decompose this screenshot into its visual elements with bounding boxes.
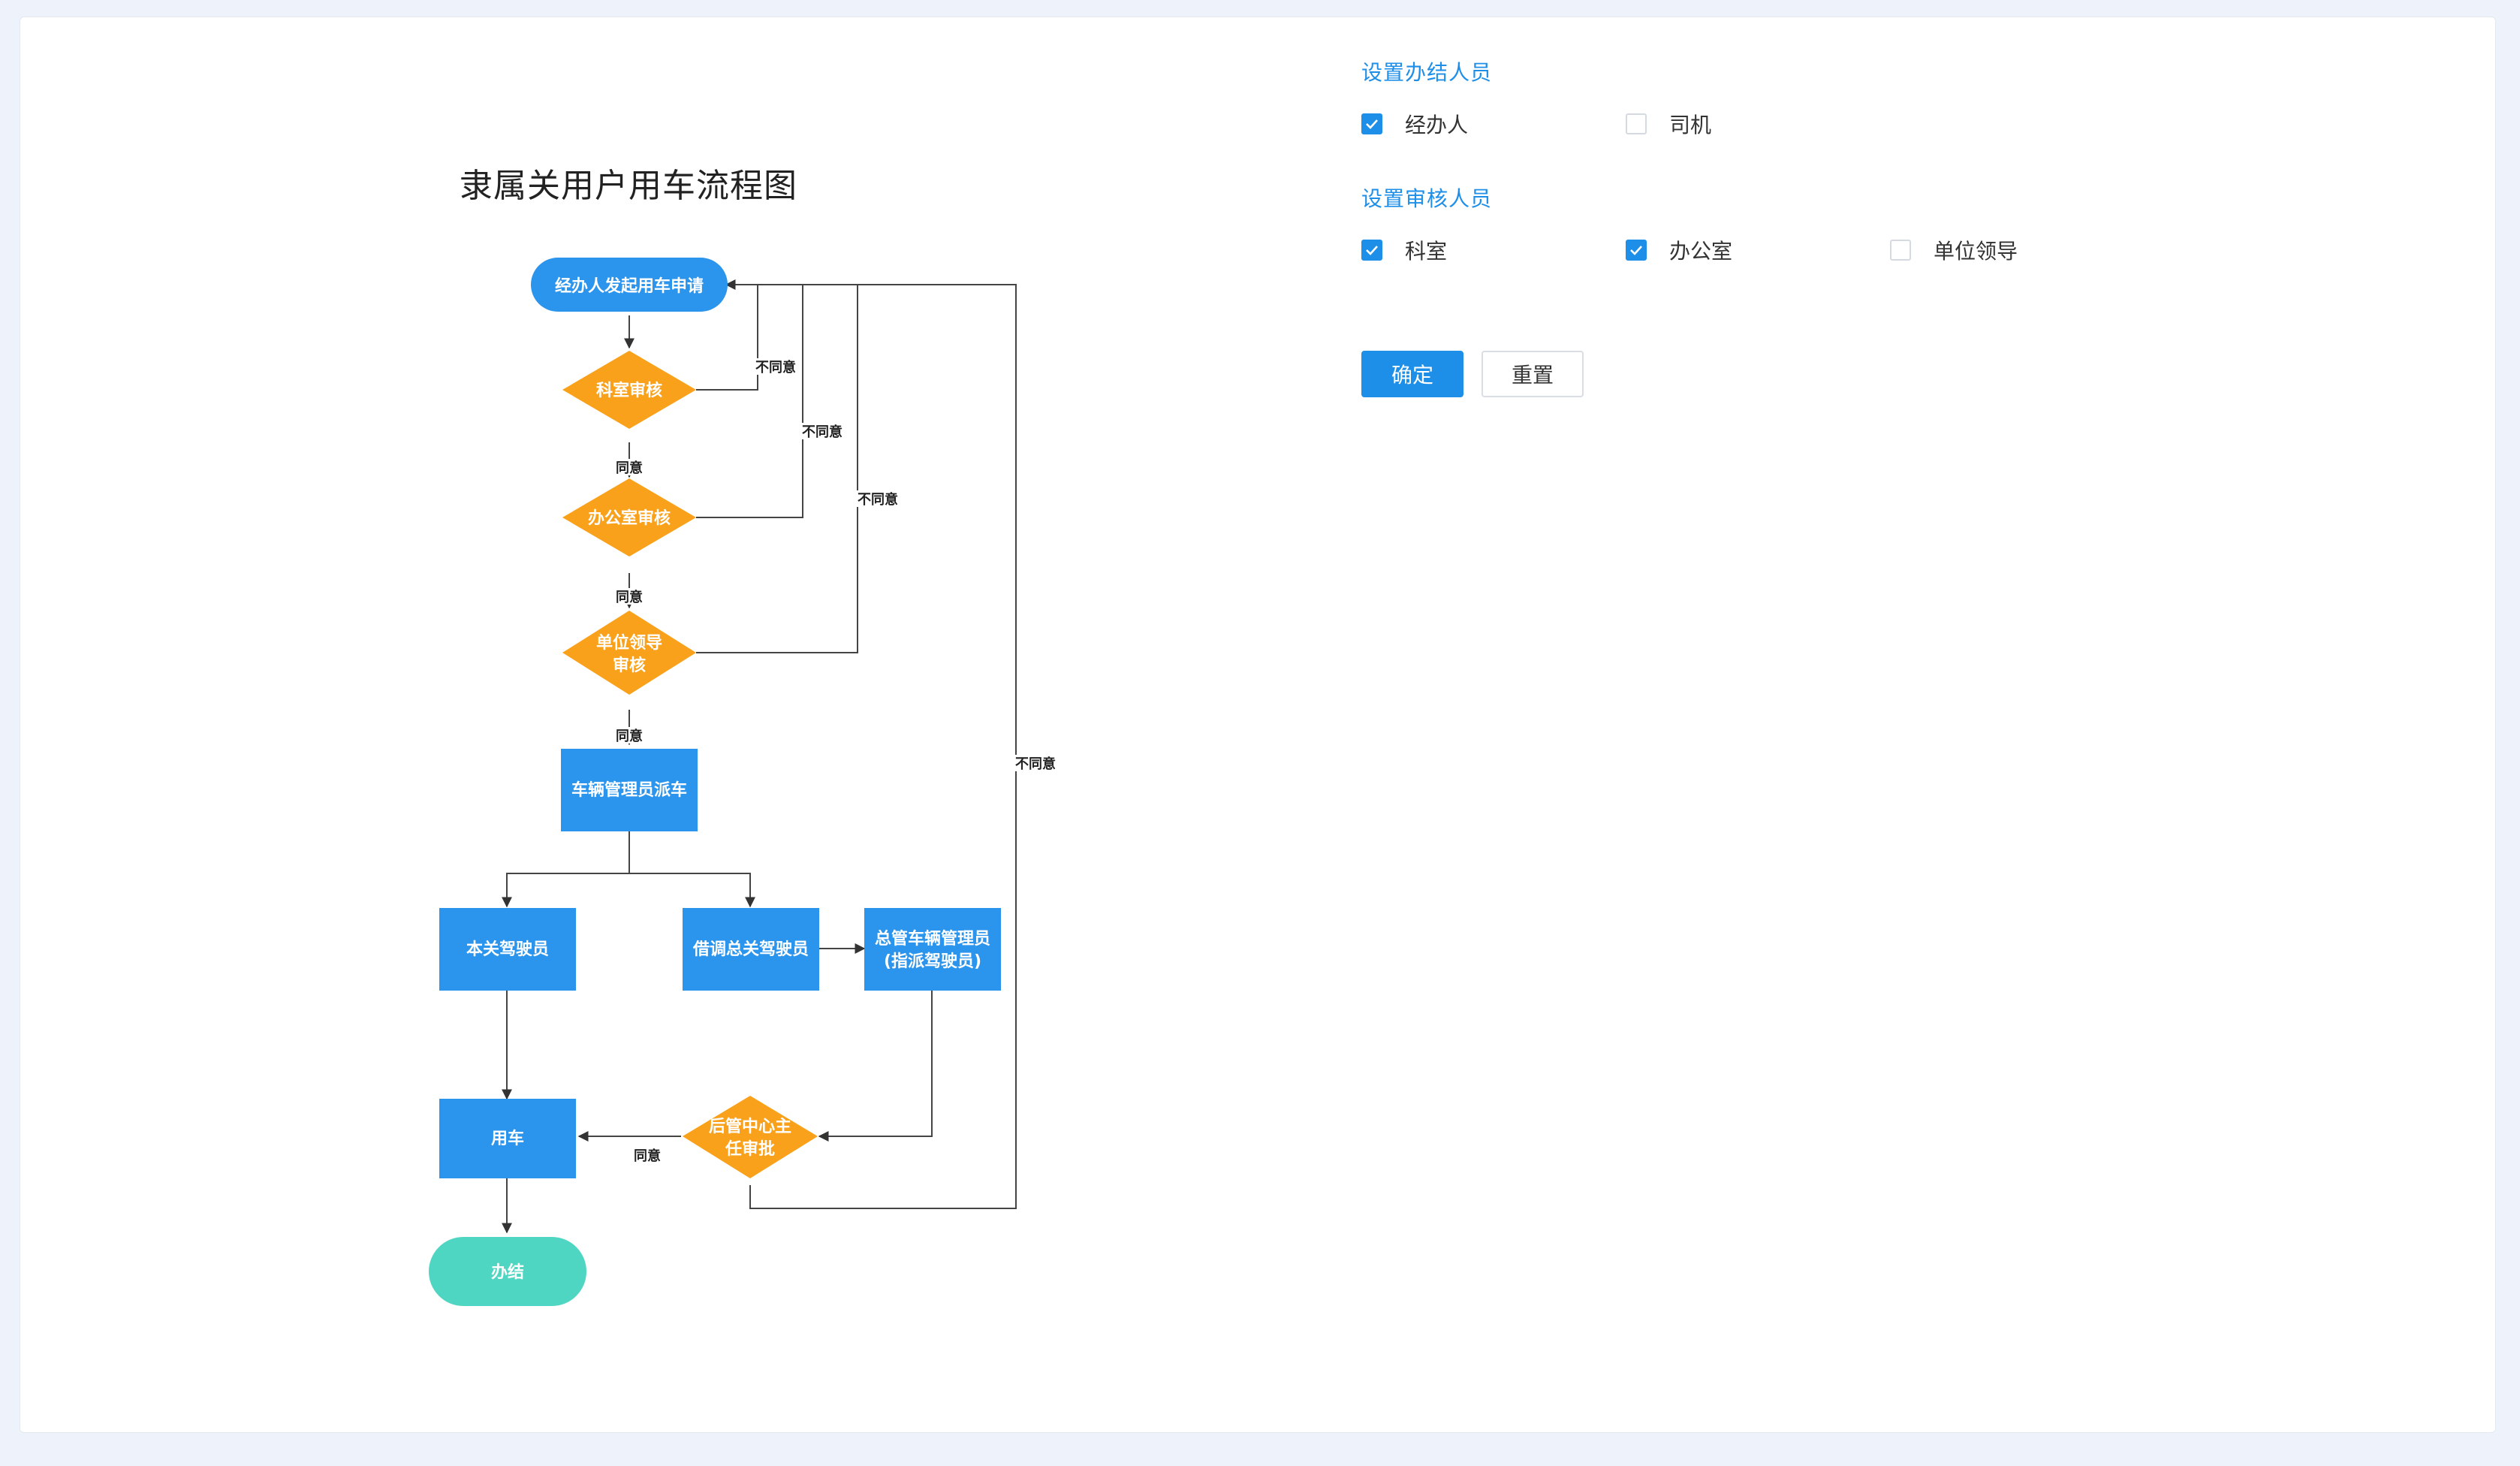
flowchart-panel: 隶属关用户用车流程图 — [20, 17, 1147, 1432]
label-disagree-2: 不同意 — [802, 424, 843, 440]
confirm-button[interactable]: 确定 — [1361, 351, 1463, 397]
label-agree-3: 同意 — [616, 728, 643, 744]
check-icon — [1630, 246, 1642, 255]
config-panel: 设置办结人员 经办人 司机 设置审核人员 科室 办公室 单位领导 — [1361, 17, 2413, 468]
node-dept-review — [562, 351, 696, 429]
label-disagree-4: 不同意 — [1015, 756, 1056, 772]
checkbox-handler-applicant[interactable]: 经办人 — [1361, 109, 1468, 139]
checkbox-reviewer-dept[interactable]: 科室 — [1361, 235, 1447, 265]
node-end — [429, 1237, 586, 1306]
edge-center-disagree — [749, 284, 1017, 1209]
node-dept-review-label: 科室审核 — [596, 381, 662, 400]
edge-to-own-driver — [502, 873, 629, 908]
node-leader-review-label-2: 审核 — [613, 656, 646, 675]
checkbox-reviewer-dept-label: 科室 — [1405, 239, 1448, 264]
label-agree-2: 同意 — [616, 589, 643, 605]
node-hq-admin-label-1: 总管车辆管理员 — [875, 929, 990, 949]
checkbox-reviewer-leader-box[interactable] — [1890, 240, 1911, 261]
node-own-driver — [439, 908, 576, 991]
edge-leader-disagree — [696, 285, 858, 653]
edge-office-disagree — [696, 285, 803, 518]
node-center-approval-label-2: 任审批 — [725, 1139, 775, 1159]
edge-to-borrow-driver — [629, 873, 755, 908]
node-office-review-label: 办公室审核 — [588, 508, 671, 528]
checkbox-reviewer-office-box[interactable] — [1626, 240, 1647, 261]
node-use-car-label: 用车 — [491, 1129, 524, 1148]
node-dispatch-label: 车辆管理员派车 — [571, 780, 687, 800]
node-center-approval-label-1: 后管中心主 — [709, 1117, 791, 1136]
node-center-approval — [683, 1096, 818, 1178]
node-leader-review — [562, 611, 696, 695]
node-own-driver-label: 本关驾驶员 — [466, 940, 549, 959]
check-icon — [1366, 246, 1378, 255]
label-agree-4: 同意 — [634, 1148, 661, 1164]
node-office-review — [562, 478, 696, 557]
checkbox-handler-applicant-box[interactable] — [1361, 113, 1382, 134]
checkbox-reviewer-leader[interactable]: 单位领导 — [1890, 235, 2018, 265]
check-icon — [1366, 119, 1378, 129]
checkbox-handler-driver-box[interactable] — [1626, 113, 1647, 134]
checkbox-reviewer-office[interactable]: 办公室 — [1626, 235, 1732, 265]
label-agree-1: 同意 — [616, 460, 643, 476]
node-end-label: 办结 — [491, 1262, 524, 1282]
checkbox-handler-driver-label: 司机 — [1669, 113, 1712, 137]
node-borrow-driver-label: 借调总关驾驶员 — [692, 940, 809, 959]
flowchart-title: 隶属关用户用车流程图 — [460, 167, 797, 205]
node-use-car — [439, 1099, 576, 1178]
checkbox-reviewer-office-label: 办公室 — [1669, 239, 1733, 264]
node-start-label: 经办人发起用车申请 — [555, 276, 704, 296]
flowchart-diagram: 经办人发起用车申请 科室审核 办公室审核 单位领导 审核 车辆管理员派车 本关驾… — [429, 258, 1058, 1306]
handler-section-title: 设置办结人员 — [1361, 60, 1493, 85]
edge-dept-disagree — [696, 279, 758, 391]
node-hq-admin-label-2: (指派驾驶员) — [884, 952, 981, 971]
node-start — [531, 258, 728, 312]
reset-button[interactable]: 重置 — [1482, 351, 1584, 397]
node-leader-review-label-1: 单位领导 — [596, 633, 662, 653]
node-borrow-driver — [683, 908, 819, 991]
label-disagree-3: 不同意 — [858, 491, 898, 508]
checkbox-handler-applicant-label: 经办人 — [1405, 113, 1469, 137]
label-disagree-1: 不同意 — [755, 359, 796, 376]
reviewer-section-title: 设置审核人员 — [1361, 186, 1493, 211]
main-card: 隶属关用户用车流程图 — [20, 17, 2496, 1433]
checkbox-handler-driver[interactable]: 司机 — [1626, 109, 1711, 139]
edge-hq-center — [818, 991, 933, 1142]
checkbox-reviewer-leader-label: 单位领导 — [1934, 239, 2018, 264]
node-dispatch — [561, 749, 698, 831]
node-hq-admin — [864, 908, 1001, 991]
checkbox-reviewer-dept-box[interactable] — [1361, 240, 1382, 261]
